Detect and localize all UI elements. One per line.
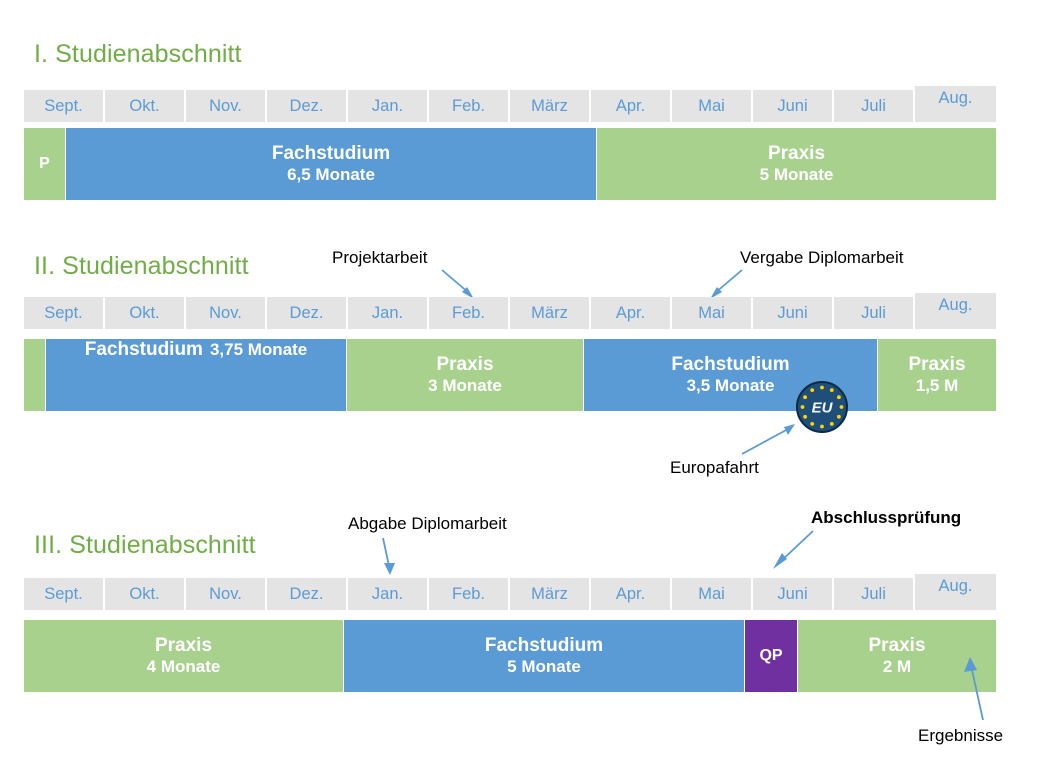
bar-fachstudium-duration: 6,5 Monate (287, 165, 375, 185)
month-cell-dez: Dez. (267, 297, 346, 329)
bar-praxis-1-duration: 3 Monate (428, 376, 502, 396)
section-1-bars: P Fachstudium 6,5 Monate Praxis 5 Monate (24, 128, 996, 200)
section-2-month-header: Sept. Okt. Nov. Dez. Jan. Feb. März Apr.… (24, 293, 996, 329)
month-cell-apr: Apr. (591, 297, 670, 329)
month-cell-maerz: März (510, 578, 589, 610)
annotation-vergabe-diplomarbeit: Vergabe Diplomarbeit (740, 248, 904, 267)
month-cell-maerz: März (510, 90, 589, 122)
month-cell-juli: Juli (834, 578, 913, 610)
month-cell-aug: Aug. (915, 86, 996, 122)
bar-fachstudium-label: Fachstudium (484, 634, 604, 656)
month-cell-okt: Okt. (105, 578, 184, 610)
bar-praxis-2[interactable]: Praxis 1,5 M (878, 339, 996, 411)
bar-fachstudium-1-duration: 3,75 Monate (209, 340, 308, 359)
month-cell-juni: Juni (753, 90, 832, 122)
annotation-ergebnisse: Ergebnisse (918, 726, 1004, 745)
svg-text:EU: EU (812, 400, 834, 417)
bar-fachstudium-2-label: Fachstudium (671, 353, 790, 375)
bar-fachstudium-label: Fachstudium (271, 142, 391, 164)
month-cell-jan: Jan. (348, 297, 427, 329)
bar-praxis-rest[interactable] (24, 339, 45, 411)
arrow-abschlusspruefung (765, 528, 817, 580)
month-cell-maerz: März (510, 297, 589, 329)
bar-fachstudium-1[interactable]: Fachstudium 3,75 Monate (46, 339, 346, 411)
month-cell-apr: Apr. (591, 578, 670, 610)
bar-praxis-label: Praxis (767, 142, 826, 164)
bar-fachstudium[interactable]: Fachstudium 5 Monate (344, 620, 744, 692)
month-cell-jan: Jan. (348, 578, 427, 610)
month-cell-feb: Feb. (429, 297, 508, 329)
bar-praxis[interactable]: Praxis 5 Monate (597, 128, 996, 200)
bar-praxis-1-label: Praxis (436, 353, 494, 375)
annotation-projektarbeit: Projektarbeit (332, 248, 428, 267)
section-3-heading: III. Studienabschnitt (34, 531, 256, 559)
month-cell-dez: Dez. (267, 90, 346, 122)
section-1-heading: I. Studienabschnitt (34, 40, 242, 68)
eu-badge[interactable]: EU (795, 380, 849, 434)
section-2-heading: II. Studienabschnitt (34, 252, 249, 280)
annotation-abgabe-diplomarbeit: Abgabe Diplomarbeit (348, 514, 507, 533)
month-cell-okt: Okt. (105, 90, 184, 122)
arrow-projektarbeit (440, 268, 484, 304)
month-cell-jan: Jan. (348, 90, 427, 122)
section-1-month-header: Sept. Okt. Nov. Dez. Jan. Feb. März Apr.… (24, 86, 996, 122)
bar-praxis-2-duration: 2 M (882, 657, 912, 677)
bar-praxis-1-label: Praxis (154, 634, 213, 656)
bar-fachstudium[interactable]: Fachstudium 6,5 Monate (66, 128, 596, 200)
month-cell-okt: Okt. (105, 297, 184, 329)
month-cell-sept: Sept. (24, 578, 103, 610)
bar-praxis-2-label: Praxis (908, 353, 966, 375)
month-cell-nov: Nov. (186, 297, 265, 329)
month-cell-apr: Apr. (591, 90, 670, 122)
month-cell-mai: Mai (672, 578, 751, 610)
arrow-europafahrt (740, 418, 804, 456)
section-3-month-header: Sept. Okt. Nov. Dez. Jan. Feb. März Apr.… (24, 574, 996, 610)
bar-praxis-2-label: Praxis (868, 634, 926, 656)
bar-fachstudium-1-label: Fachstudium (84, 339, 203, 360)
bar-praxis-p[interactable]: P (24, 128, 65, 200)
bar-fachstudium-duration: 5 Monate (507, 657, 581, 677)
arrow-ergebnisse (950, 648, 1000, 724)
month-cell-sept: Sept. (24, 297, 103, 329)
bar-praxis-2-duration: 1,5 M (915, 376, 959, 396)
bar-praxis-2[interactable]: Praxis 2 M (798, 620, 996, 692)
month-cell-juli: Juli (834, 90, 913, 122)
bar-fachstudium-2-duration: 3,5 Monate (686, 376, 775, 396)
month-cell-nov: Nov. (186, 578, 265, 610)
section-2-bars: Fachstudium 3,75 Monate Praxis 3 Monate … (24, 339, 996, 411)
annotation-abschlusspruefung: Abschlussprüfung (811, 508, 962, 527)
month-cell-mai: Mai (672, 297, 751, 329)
month-cell-juni: Juni (753, 578, 832, 610)
month-cell-sept: Sept. (24, 90, 103, 122)
bar-praxis-1[interactable]: Praxis 4 Monate (24, 620, 343, 692)
month-cell-juli: Juli (834, 297, 913, 329)
arrow-abgabe-diplomarbeit (377, 536, 405, 580)
month-cell-feb: Feb. (429, 90, 508, 122)
section-3-bars: Praxis 4 Monate Fachstudium 5 Monate QP … (24, 620, 996, 692)
bar-praxis-p-label: P (39, 154, 50, 172)
bar-praxis-1[interactable]: Praxis 3 Monate (347, 339, 583, 411)
bar-praxis-1-duration: 4 Monate (146, 657, 221, 677)
month-cell-aug: Aug. (915, 574, 996, 610)
bar-qp[interactable]: QP (745, 620, 797, 692)
month-cell-nov: Nov. (186, 90, 265, 122)
bar-qp-label: QP (759, 646, 783, 664)
month-cell-aug: Aug. (915, 293, 996, 329)
month-cell-feb: Feb. (429, 578, 508, 610)
arrow-vergabe-diplomarbeit (700, 268, 744, 304)
annotation-europafahrt: Europafahrt (670, 458, 759, 477)
bar-praxis-duration: 5 Monate (759, 165, 834, 185)
month-cell-dez: Dez. (267, 578, 346, 610)
month-cell-mai: Mai (672, 90, 751, 122)
month-cell-juni: Juni (753, 297, 832, 329)
